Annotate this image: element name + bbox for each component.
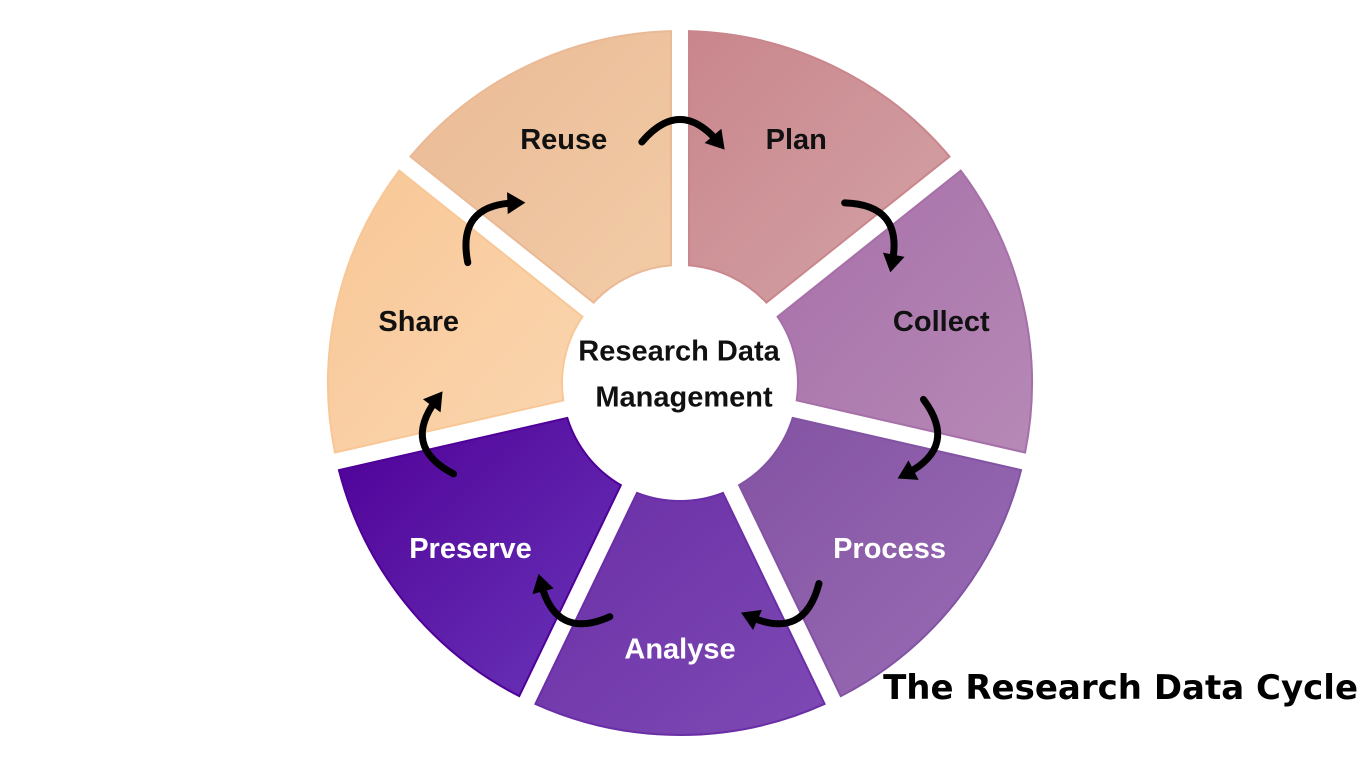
cycle-arrow-icon [418,391,458,478]
center-hub: Research Data Management [570,273,790,493]
segment-label-process: Process [833,533,946,565]
center-hub-circle [570,273,790,493]
segment-process [737,416,1023,698]
segment-collect [776,169,1033,454]
cycle-arrow-icon [741,580,823,630]
cycle-arrow-icon [638,116,725,150]
center-label-line-2: Management [595,382,773,414]
diagram-caption: The Research Data Cycle [883,668,1358,708]
segment-label-collect: Collect [893,306,990,338]
cycle-arrow-icon [897,395,942,480]
segments-layer: PlanCollectProcessAnalysePreserveShareRe… [327,30,1033,736]
cycle-arrow-icon [841,199,905,273]
segment-analyse [534,491,826,736]
arrows-layer [418,116,942,630]
segment-label-plan: Plan [766,124,827,156]
segment-plan [687,30,951,304]
segment-label-reuse: Reuse [520,124,607,156]
center-label-line-1: Research Data [578,336,780,368]
cycle-arrow-icon [462,192,526,267]
segment-label-share: Share [378,306,459,338]
segment-reuse [409,30,673,304]
segment-label-preserve: Preserve [409,533,532,565]
cycle-arrow-icon [532,573,614,628]
segment-preserve [337,416,623,698]
segment-label-analyse: Analyse [624,634,735,666]
segment-share [327,169,584,454]
